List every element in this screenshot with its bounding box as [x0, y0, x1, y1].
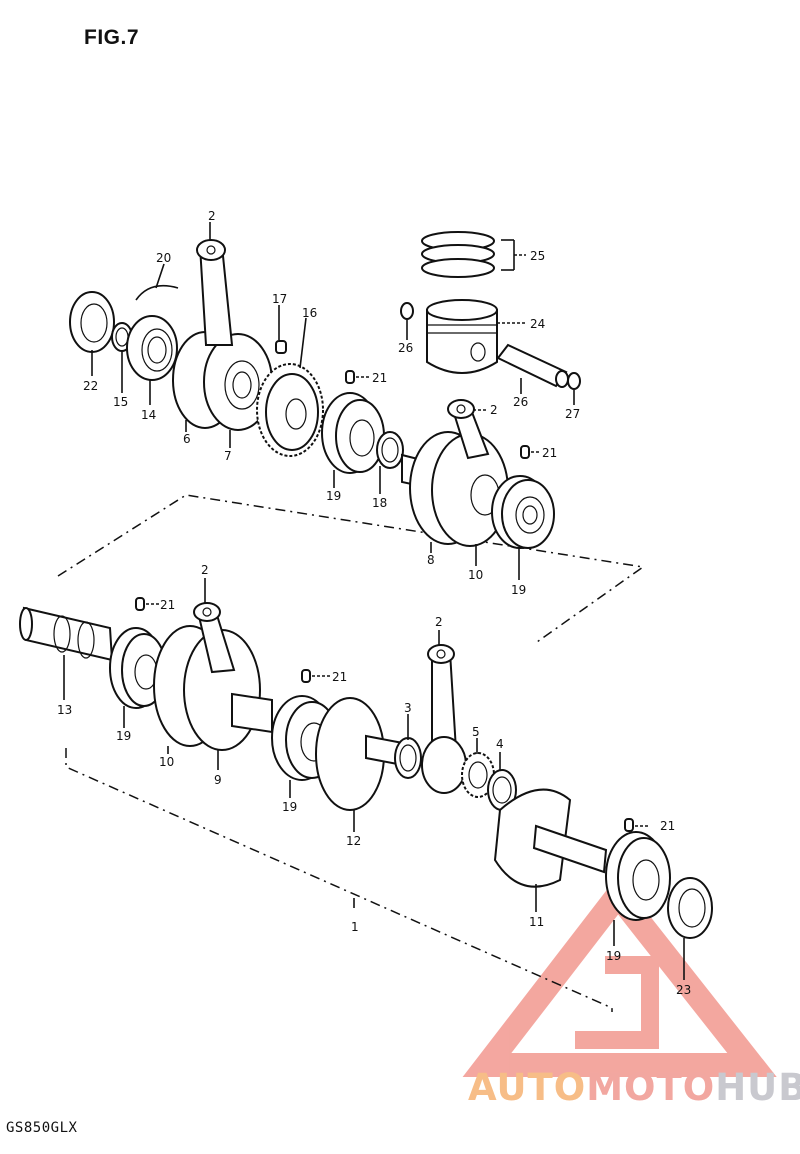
- circlip-20: [135, 284, 179, 301]
- watermark-text: AUTOMOTOHUB: [468, 1066, 800, 1109]
- bearing-14: [126, 315, 178, 381]
- callout-16: 16: [302, 306, 317, 320]
- bearing-19-lower-c: [605, 831, 671, 921]
- model-code: GS850GLX: [6, 1120, 78, 1136]
- clip-26-left: [400, 302, 414, 320]
- callout-22: 22: [83, 379, 98, 393]
- o-ring-18: [376, 431, 404, 469]
- piston-pin-26: [496, 343, 569, 388]
- connecting-rod-lower-right: [421, 644, 467, 794]
- callout-19-b: 19: [511, 583, 526, 597]
- callout-14: 14: [141, 408, 156, 422]
- callout-17: 17: [272, 292, 287, 306]
- callout-13: 13: [57, 703, 72, 717]
- callout-2: 2: [208, 209, 216, 223]
- connecting-rod-lower-left: [193, 602, 236, 674]
- crank-web-6-7: [172, 331, 273, 431]
- callout-26-left: 26: [398, 341, 413, 355]
- oil-seal-22: [69, 291, 115, 353]
- key-21-symbols: [135, 370, 634, 832]
- pin-17: [275, 340, 287, 354]
- callout-26-right: 26: [513, 395, 528, 409]
- oil-seal-23: [667, 877, 713, 939]
- callout-21-b: 21: [542, 446, 557, 460]
- callout-5: 5: [472, 725, 480, 739]
- watermark-triangle-logo: [462, 875, 777, 1077]
- callout-12: 12: [346, 834, 361, 848]
- callout-19-d: 19: [282, 800, 297, 814]
- figure-title: FIG.7: [84, 26, 140, 49]
- watermark-moto: MOTO: [586, 1066, 716, 1109]
- gear-16: [256, 363, 324, 457]
- callout-2-b: 2: [490, 403, 498, 417]
- callout-27: 27: [565, 407, 580, 421]
- callout-10-b: 10: [159, 755, 174, 769]
- callout-21-d: 21: [332, 670, 347, 684]
- callout-4: 4: [496, 737, 504, 751]
- watermark-auto: AUTO: [468, 1066, 587, 1109]
- callout-7: 7: [224, 449, 232, 463]
- callout-21-c: 21: [160, 598, 175, 612]
- piston-24: [426, 299, 498, 374]
- bearing-19-upper-b: [491, 475, 555, 549]
- callout-2-d: 2: [435, 615, 443, 629]
- callout-15: 15: [113, 395, 128, 409]
- callout-2-c: 2: [201, 563, 209, 577]
- assembly-outline-lower: [65, 748, 613, 1012]
- callout-10-a: 10: [468, 568, 483, 582]
- callout-21-a: 21: [372, 371, 387, 385]
- connecting-rod-upper-right: [447, 399, 490, 460]
- crankshaft-8: [401, 431, 509, 547]
- callout-25: 25: [530, 249, 545, 263]
- callout-8: 8: [427, 553, 435, 567]
- callout-18: 18: [372, 496, 387, 510]
- crank-web-11: [493, 788, 608, 888]
- bearing-19-upper-a: [321, 392, 385, 474]
- callout-9: 9: [214, 773, 222, 787]
- crank-web-12: [315, 697, 409, 811]
- callout-11: 11: [529, 915, 544, 929]
- callout-19-a: 19: [326, 489, 341, 503]
- callout-19-e: 19: [606, 949, 621, 963]
- callout-6: 6: [183, 432, 191, 446]
- callout-20: 20: [156, 251, 171, 265]
- connecting-rod-upper-left: [196, 239, 234, 346]
- callout-labels: 2 20 17 16 22 15 14 6 7 25 24 26 26 27 2…: [57, 209, 691, 997]
- o-ring-3: [394, 737, 422, 779]
- callout-23: 23: [676, 983, 691, 997]
- shaft-13: [19, 606, 114, 662]
- callout-3: 3: [404, 701, 412, 715]
- callout-1: 1: [351, 920, 359, 934]
- callout-21-e: 21: [660, 819, 675, 833]
- leader-lines: [63, 222, 685, 980]
- clip-27: [567, 372, 581, 390]
- callout-24: 24: [530, 317, 545, 331]
- callout-19-c: 19: [116, 729, 131, 743]
- assembly-outline-upper: [57, 494, 645, 643]
- piston-rings-25: [421, 231, 495, 278]
- watermark-hub: HUB: [715, 1066, 800, 1109]
